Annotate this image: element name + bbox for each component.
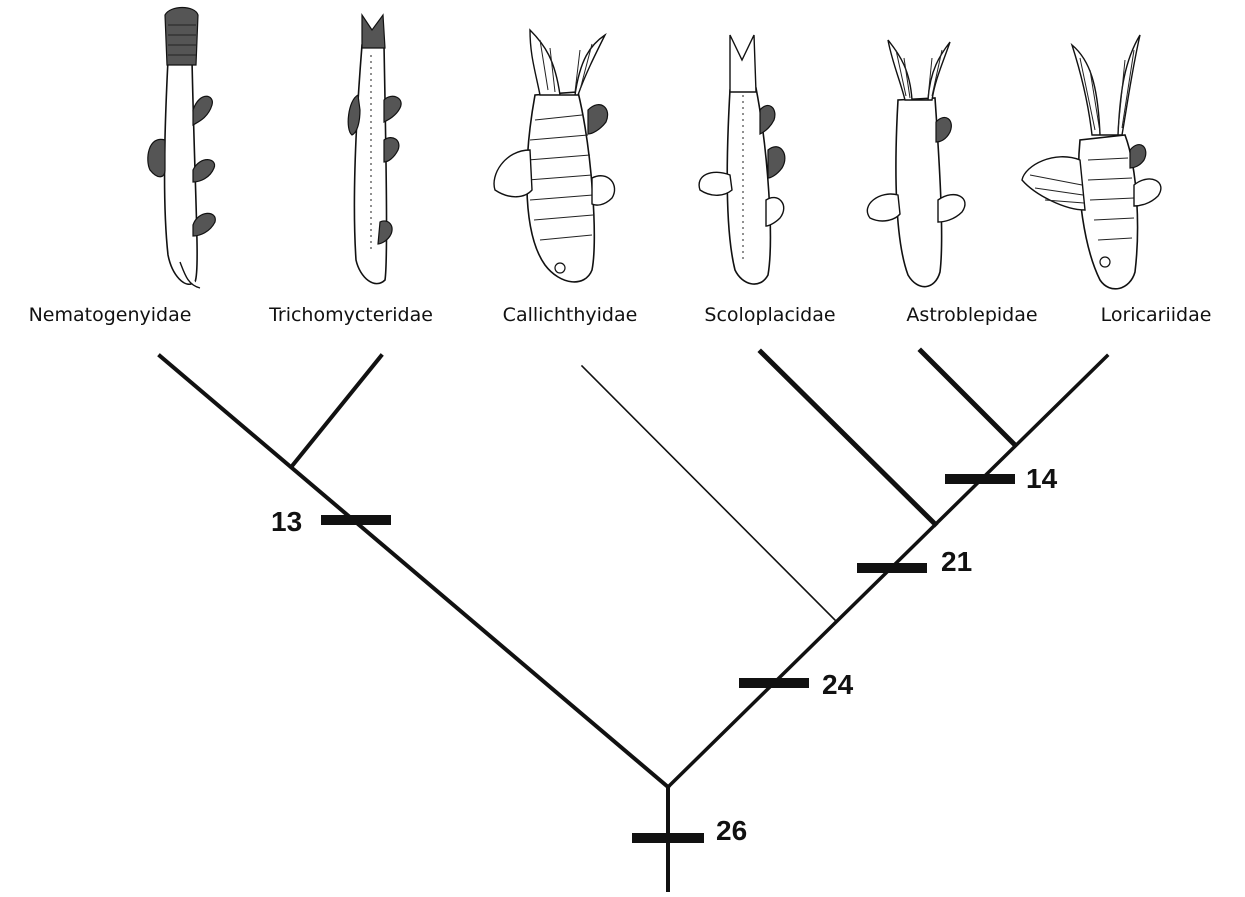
cladogram-branches <box>160 351 1107 890</box>
node-bar-21 <box>857 563 927 573</box>
node-label-14: 14 <box>1026 463 1058 494</box>
node-bar-24 <box>739 678 809 688</box>
fish-illustration-icon <box>148 8 215 289</box>
taxon-label-astroblepidae: Astroblepidae <box>906 304 1037 326</box>
taxon-label-nematogenyidae: Nematogenyidae <box>29 304 192 326</box>
node-label-13: 13 <box>271 506 302 537</box>
node-bar-14 <box>945 474 1015 484</box>
fish-illustration-icon <box>494 30 615 282</box>
taxon-label-loricariidae: Loricariidae <box>1101 304 1212 326</box>
branch-scoloplacidae <box>761 352 935 524</box>
fish-illustration-icon <box>1022 35 1161 289</box>
fish-illustration-icon <box>348 15 401 284</box>
taxon-label-callichthyidae: Callichthyidae <box>503 304 638 326</box>
fish-illustration-icon <box>699 35 785 284</box>
branch-astroblepidae <box>921 351 1015 445</box>
branch-callichthyidae <box>582 366 836 621</box>
node-label-26: 26 <box>716 815 747 846</box>
fish-illustration-icon <box>867 40 965 287</box>
taxon-label-scoloplacidae: Scoloplacidae <box>704 304 835 326</box>
branch-trichomycteridae <box>292 356 381 466</box>
branch-nematogenyidae <box>160 356 668 787</box>
taxon-label-trichomycteridae: Trichomycteridae <box>268 304 433 326</box>
node-bar-13 <box>321 515 391 525</box>
node-bar-26 <box>632 833 704 843</box>
node-label-24: 24 <box>822 669 854 700</box>
node-label-21: 21 <box>941 546 972 577</box>
